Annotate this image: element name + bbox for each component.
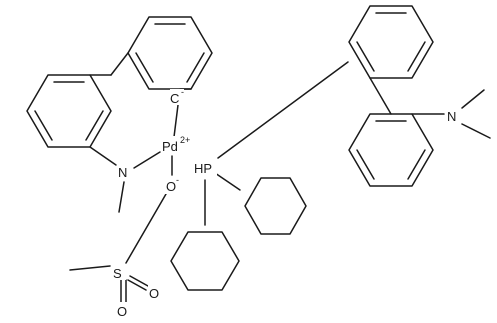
carbanion-label: C (170, 91, 179, 106)
cyclohexyl-ring-right (244, 177, 307, 235)
s-o-double-bond-2 (129, 275, 149, 287)
biaryl-bond-right (369, 77, 392, 115)
pd-atom-label: Pd (162, 139, 178, 154)
n-methyl-bond (118, 181, 125, 213)
oxygen-anion-charge: - (176, 175, 179, 185)
sulfonyl-oxygen-1-label: O (117, 304, 127, 319)
sulfonyl-oxygen-2-label: O (149, 286, 159, 301)
oxygen-anion-label: O (166, 179, 176, 194)
p-cyclohexyl-right-bond (214, 172, 241, 191)
nme2-methyl-bond-1 (461, 89, 485, 109)
aryl-n-bond (89, 146, 117, 166)
pd-charge: 2+ (180, 135, 190, 145)
nme2-methyl-bond-2 (461, 123, 491, 139)
right-upper-phenyl-ring (348, 5, 434, 79)
dimethylamino-n-label: N (447, 109, 456, 124)
p-biaryl-bond (217, 61, 349, 159)
n-pd-bond (133, 151, 161, 169)
carbanion-charge: - (181, 87, 184, 97)
cyclohexyl-ring-lower (170, 231, 240, 291)
o-s-bond (125, 193, 167, 264)
pd-c-bond (173, 104, 179, 138)
upper-phenyl-ring (127, 16, 213, 90)
sulfur-label: S (113, 266, 122, 281)
amino-phenyl-ring (26, 74, 112, 148)
biaryl-bond-left (110, 52, 129, 76)
s-methyl-bond (69, 265, 111, 271)
right-lower-phenyl-ring (348, 113, 434, 187)
n-atom-label: N (118, 165, 127, 180)
phosphonium-label: HP (194, 161, 212, 176)
